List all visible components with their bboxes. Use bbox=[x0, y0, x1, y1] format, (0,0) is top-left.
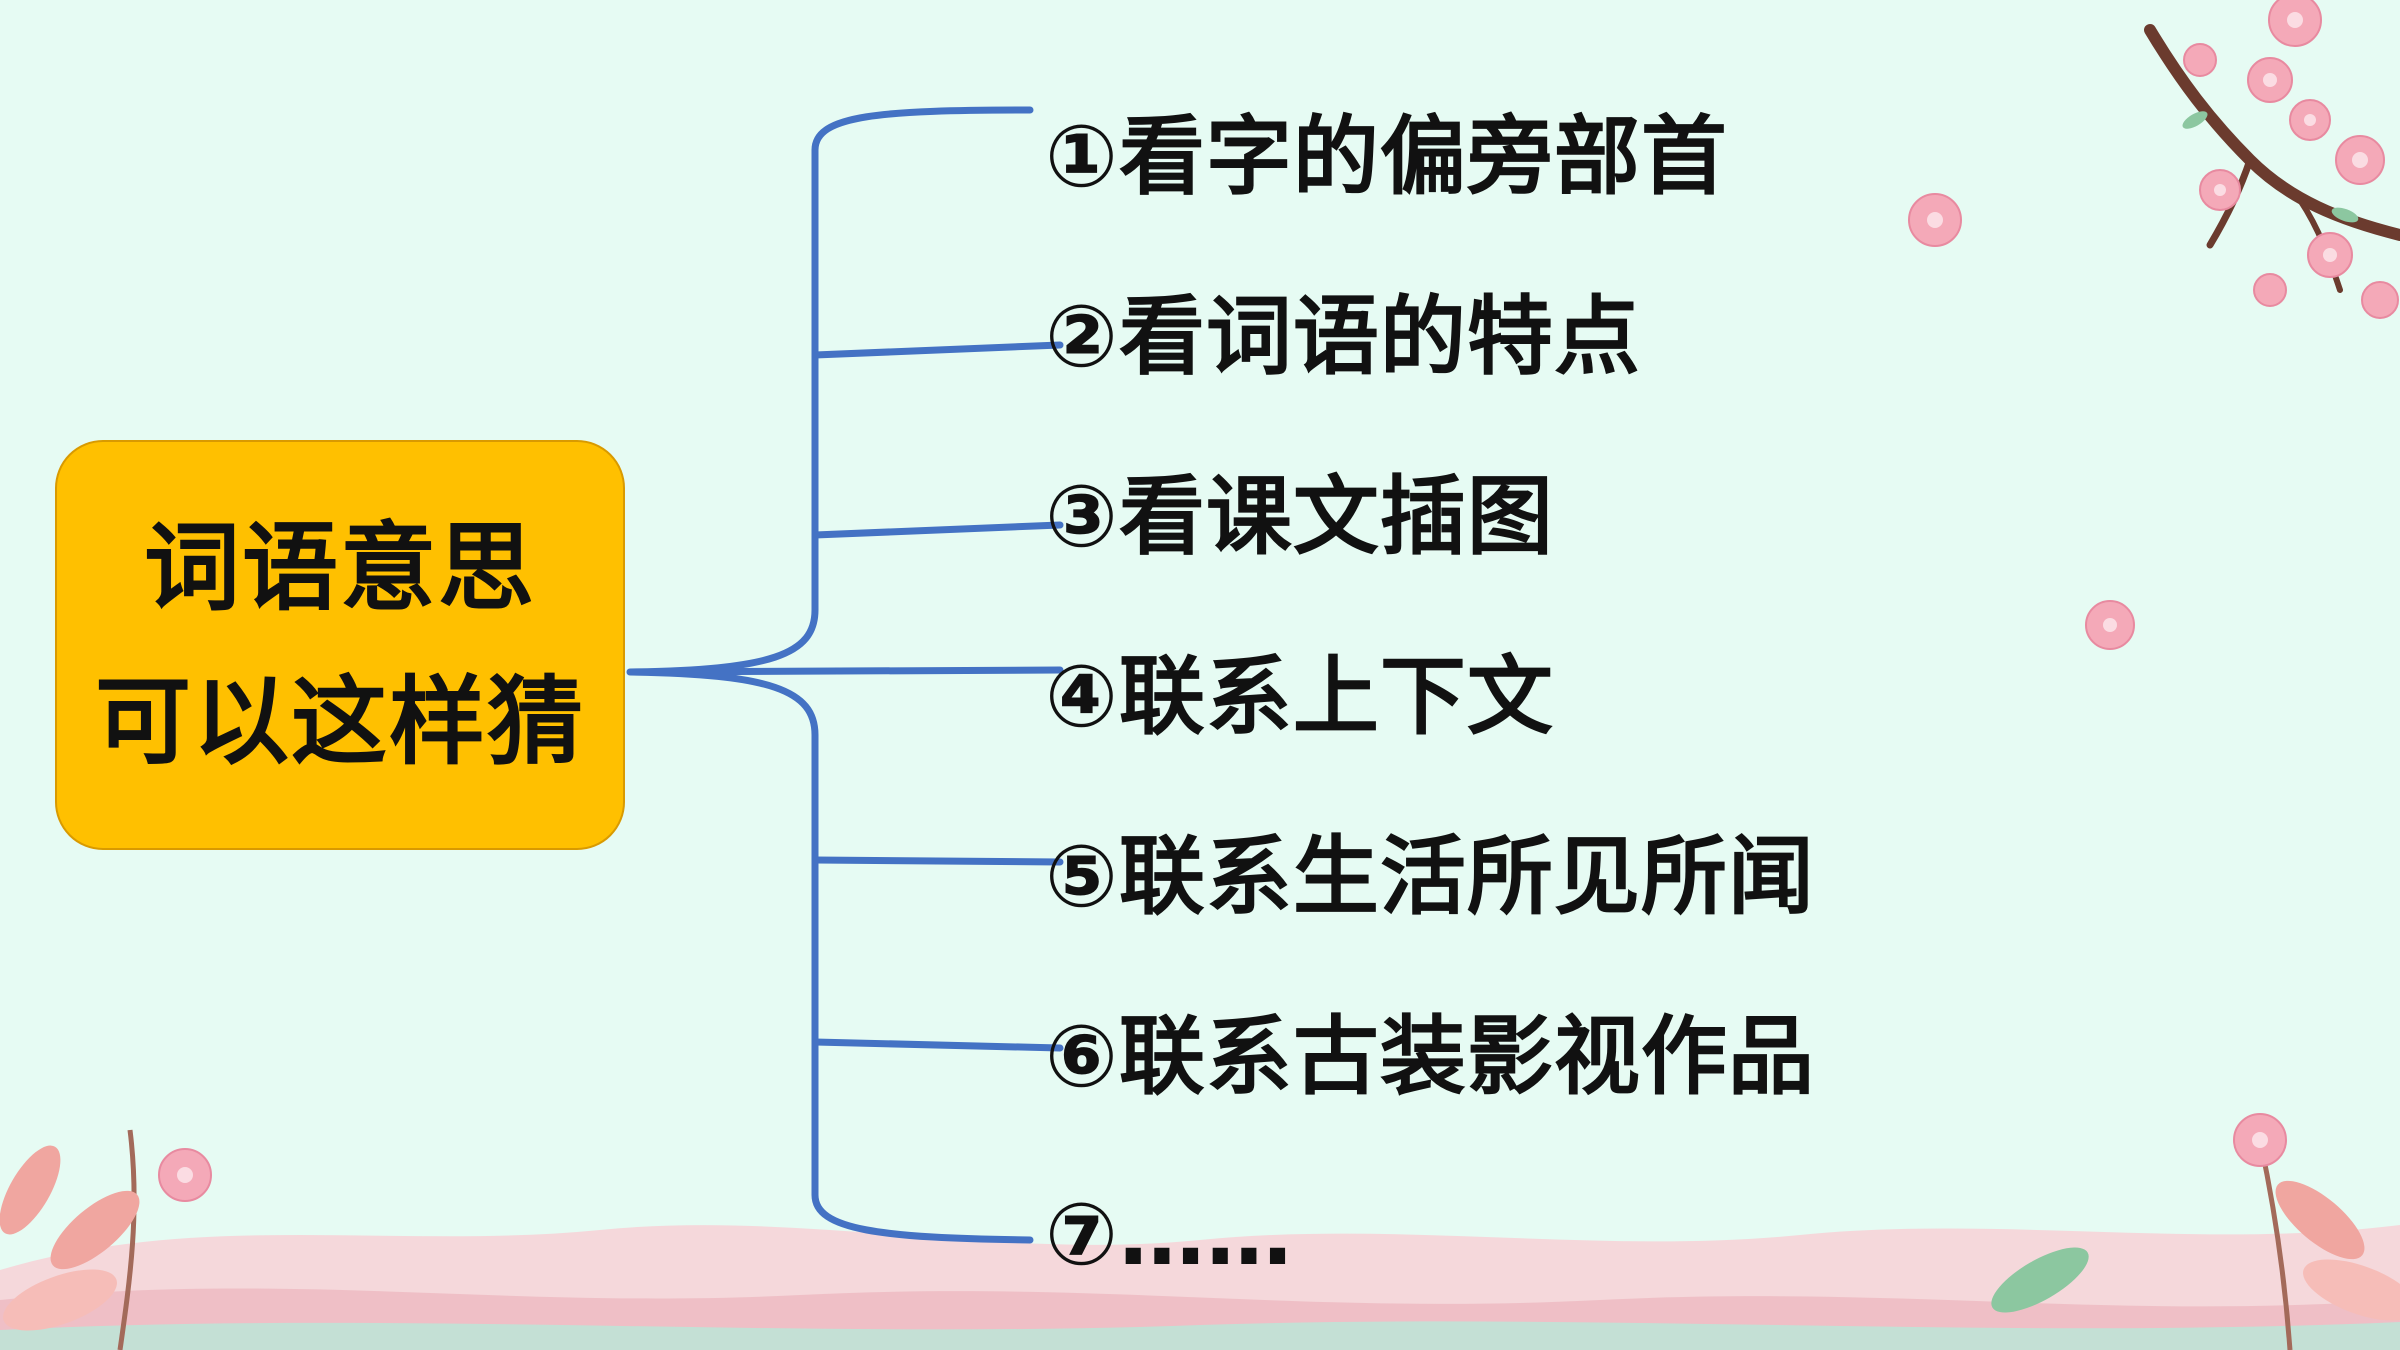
connector-branch-3 bbox=[811, 521, 1064, 539]
center-topic-line-1: 词语意思 bbox=[144, 512, 536, 624]
branch-2: ②看词语的特点 bbox=[1045, 286, 1641, 387]
branch-top-right bbox=[2144, 24, 2400, 319]
connector-branch-6 bbox=[811, 1038, 1064, 1052]
plant-bottom-left bbox=[0, 1129, 212, 1350]
center-topic: 词语意思 可以这样猜 bbox=[55, 440, 625, 850]
connector-branch-4 bbox=[636, 666, 1064, 676]
plant-bottom-right bbox=[1991, 1113, 2400, 1350]
connector-branch-2 bbox=[811, 341, 1064, 359]
branch-6: ⑥联系古装影视作品 bbox=[1045, 1006, 1815, 1107]
branch-3: ③看课文插图 bbox=[1045, 466, 1554, 567]
connector-branch-5 bbox=[811, 856, 1064, 866]
branch-7: ⑦…… bbox=[1045, 1185, 1293, 1285]
branch-1: ①看字的偏旁部首 bbox=[1045, 106, 1728, 207]
center-topic-line-2: 可以这样猜 bbox=[95, 666, 585, 778]
connector-spine bbox=[626, 106, 1034, 1244]
branch-5: ⑤联系生活所见所闻 bbox=[1045, 826, 1815, 927]
bottom-hills-green bbox=[0, 1321, 2400, 1350]
branch-4: ④联系上下文 bbox=[1045, 646, 1554, 747]
